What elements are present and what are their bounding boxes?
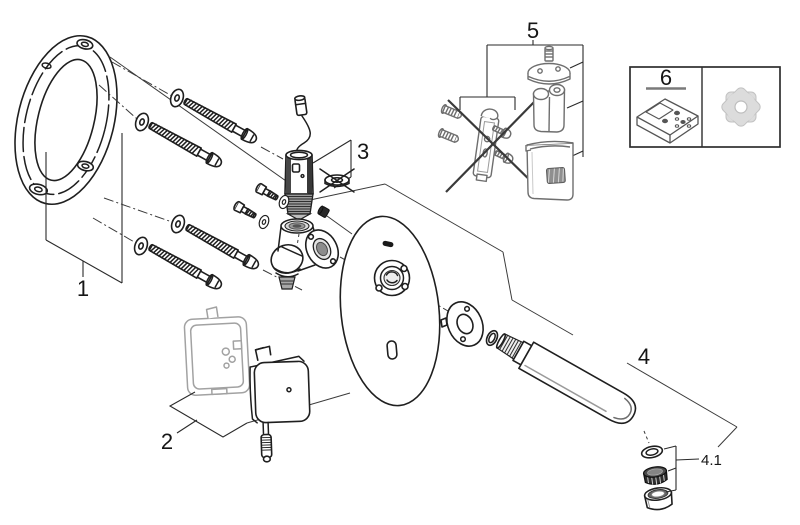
control-unit-back-shell	[183, 306, 251, 396]
crossed-washer-icon	[319, 168, 355, 193]
elbow-valve-body	[231, 181, 340, 290]
spout-o-ring	[485, 329, 499, 347]
part-5-battery-unit	[436, 40, 584, 201]
part-1-shelf-outline	[45, 133, 123, 284]
spout-flange-disc	[440, 301, 484, 347]
part-4-spout	[495, 333, 637, 425]
part-label-3: 3	[357, 139, 369, 164]
part-6-remote-box	[629, 66, 781, 148]
part-4-1-callout	[663, 445, 700, 493]
part-label-4-1: 4.1	[701, 452, 722, 469]
part-2-shelf-outline	[168, 391, 248, 438]
part-4-1-aerator-set	[640, 430, 700, 511]
part-label-6: 6	[660, 65, 672, 90]
battery-pack	[532, 83, 566, 133]
not-included-bracket-group	[436, 97, 541, 193]
battery-housing	[525, 140, 574, 201]
sensor-led-slot	[382, 240, 394, 248]
part-label-1: 1	[77, 276, 89, 301]
battery-cap	[527, 45, 571, 85]
control-unit-front-box	[249, 345, 311, 463]
part-1-mounting-frame	[14, 34, 118, 206]
part-label-4: 4	[638, 344, 650, 369]
gear-icon	[721, 87, 761, 127]
part-label-2: 2	[161, 429, 173, 454]
plug-screw	[317, 205, 330, 218]
part-5-callout	[459, 40, 584, 158]
remote-control-icon	[636, 98, 699, 144]
projection-guide-lines	[109, 56, 738, 448]
wall-plate	[339, 215, 441, 407]
part-2-control-unit	[168, 306, 311, 463]
not-included-cross-icon	[445, 97, 541, 193]
part-label-5: 5	[527, 18, 539, 43]
sensor-window	[386, 340, 398, 360]
